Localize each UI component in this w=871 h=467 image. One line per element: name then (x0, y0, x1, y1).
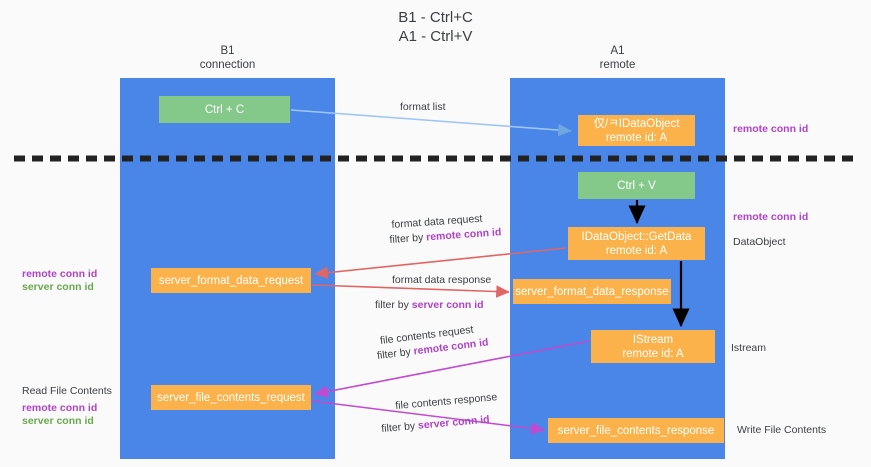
node-idataobject[interactable]: 仅/ㅋIDataObject remote id: A (578, 115, 695, 146)
filter-prefix-fmt-resp: filter by (375, 299, 412, 311)
edge-format-data-request (314, 247, 567, 279)
filter-prefix-file-resp: filter by (380, 419, 419, 436)
edge-label-format-data-response: format data response (392, 274, 492, 286)
annotation-left-read-file: Read File Contents (22, 385, 112, 397)
node-idataobject-line2: remote id: A (605, 131, 668, 144)
node-istream-line1: IStream (632, 333, 674, 346)
annotation-left-mid-ids: remote conn id server conn id (22, 268, 97, 294)
section-divider-dashed (14, 155, 859, 162)
node-server-file-contents-response[interactable]: server_file_contents_response (548, 418, 724, 443)
edge-file-contents-response (311, 400, 545, 435)
annotation-right-remote-top: remote conn id (733, 123, 809, 135)
column-header-a1: A1 remote (510, 45, 725, 72)
annotation-left-low-remote: remote conn id (22, 402, 98, 414)
node-server-file-contents-request-label: server_file_contents_request (157, 391, 305, 404)
node-idataobject-line1: 仅/ㅋIDataObject (593, 117, 680, 130)
node-server-format-data-request[interactable]: server_format_data_request (151, 268, 311, 293)
column-header-b1-role: connection (199, 58, 256, 71)
node-getdata-line2: remote id: A (605, 244, 668, 257)
edge-file-contents-request (314, 340, 590, 398)
annotation-left-mid-server: server conn id (22, 281, 94, 293)
node-istream[interactable]: IStream remote id: A (591, 330, 715, 363)
filter-key-fmt-resp: server conn id (411, 299, 484, 311)
edge-format-list (290, 109, 572, 137)
node-server-format-data-request-label: server_format_data_request (158, 274, 304, 287)
column-header-b1-name: B1 (220, 45, 235, 57)
edge-label-format-data-response-filter: filter by server conn id (375, 299, 484, 312)
node-server-file-contents-response-label: server_file_contents_response (557, 424, 715, 437)
annotation-right-istream: Istream (731, 342, 767, 354)
filter-prefix-fmt-req: filter by (389, 231, 427, 247)
node-istream-line2: remote id: A (622, 347, 684, 360)
annotation-right-write-file: Write File Contents (737, 424, 827, 436)
node-server-format-data-response[interactable]: server_format_data_response (513, 279, 671, 304)
node-ctrl-c[interactable]: Ctrl + C (159, 96, 290, 123)
node-ctrl-c-line1: Ctrl + C (204, 103, 245, 116)
edge-label-format-list: format list (400, 101, 446, 113)
node-getdata-line1: IDataObject::GetData (581, 230, 692, 243)
annotation-right-dataobject: DataObject (733, 236, 786, 248)
column-header-a1-role: remote (599, 58, 636, 71)
annotation-left-mid-remote: remote conn id (22, 268, 98, 280)
node-idataobject-getdata[interactable]: IDataObject::GetData remote id: A (568, 227, 705, 260)
title-line-2: A1 - Ctrl+V (398, 28, 473, 45)
title-line-1: B1 - Ctrl+C (398, 9, 473, 26)
column-header-b1: B1 connection (120, 45, 335, 72)
node-server-file-contents-request[interactable]: server_file_contents_request (151, 385, 311, 410)
annotation-left-low-server: server conn id (22, 415, 94, 427)
page-title: B1 - Ctrl+C A1 - Ctrl+V (0, 8, 871, 46)
annotation-left-low-ids: remote conn id server conn id (22, 402, 97, 428)
annotation-right-remote-mid: remote conn id (733, 211, 809, 223)
node-server-format-data-response-label: server_format_data_response (515, 285, 669, 298)
edge-format-data-response (311, 284, 510, 298)
node-ctrl-v[interactable]: Ctrl + V (578, 172, 695, 199)
column-header-a1-name: A1 (610, 45, 625, 57)
node-ctrl-v-line1: Ctrl + V (617, 179, 656, 192)
